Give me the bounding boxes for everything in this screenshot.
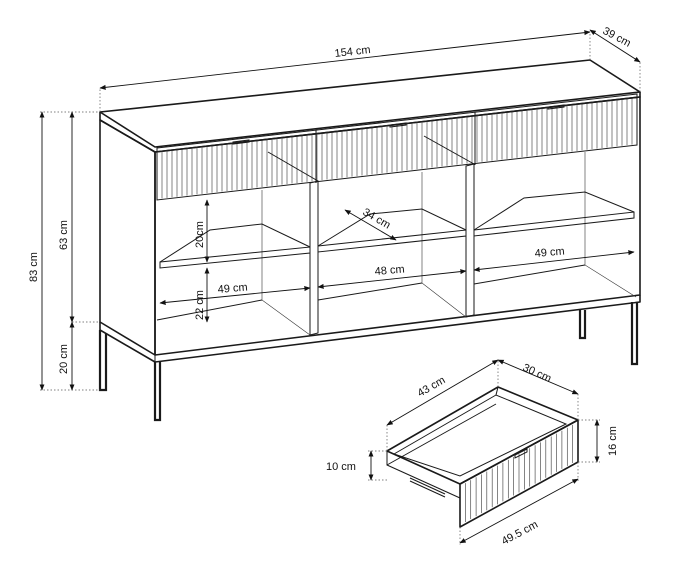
shelf-middle: [317, 229, 467, 253]
divider-right: [465, 163, 475, 318]
label-shelf-depth: 34 cm: [361, 206, 393, 231]
label-shelf-gap-lower: 22 cm: [194, 290, 206, 320]
leg-front-left: [153, 362, 162, 422]
sideboard-left-side: [99, 119, 156, 356]
label-depth: 39 cm: [601, 25, 633, 50]
label-drawer-front-height: 16 cm: [607, 426, 619, 456]
drawer-front-handle: [514, 448, 528, 459]
shelf-right: [473, 211, 635, 237]
sideboard-top: [99, 59, 641, 148]
drawer-handle-middle: [389, 122, 407, 128]
label-shelf-gap-upper: 20cm: [194, 221, 206, 248]
label-total-height: 83 cm: [28, 252, 40, 282]
label-drawer-front-width: 49.5 cm: [500, 519, 540, 548]
leg-front-right: [578, 310, 587, 340]
label-leg-height: 20 cm: [58, 344, 70, 374]
fluted-lines: [161, 97, 633, 199]
label-compartment-middle: 48 cm: [374, 263, 405, 278]
drawer-handle-left: [232, 139, 250, 145]
label-drawer-inner-height: 10 cm: [326, 461, 356, 473]
drawer-handle-right: [547, 104, 565, 110]
label-compartment-left: 49 cm: [217, 281, 248, 296]
label-drawer-length: 43 cm: [416, 374, 448, 399]
sideboard-dimensions: 154 cm 39 cm 83 cm 63 cm 20 cm 20cm 22 c…: [28, 25, 641, 391]
leg-back-left: [98, 330, 108, 392]
label-body-height: 63 cm: [58, 220, 70, 250]
divider-left: [309, 180, 319, 336]
drawer-band: [156, 93, 638, 201]
label-compartment-right: 49 cm: [534, 245, 565, 260]
label-width: 154 cm: [334, 44, 371, 60]
sideboard-drawing: [98, 59, 641, 422]
leg-back-right: [630, 302, 639, 366]
shelf-left: [159, 246, 311, 269]
label-drawer-depth: 30 cm: [521, 362, 553, 385]
